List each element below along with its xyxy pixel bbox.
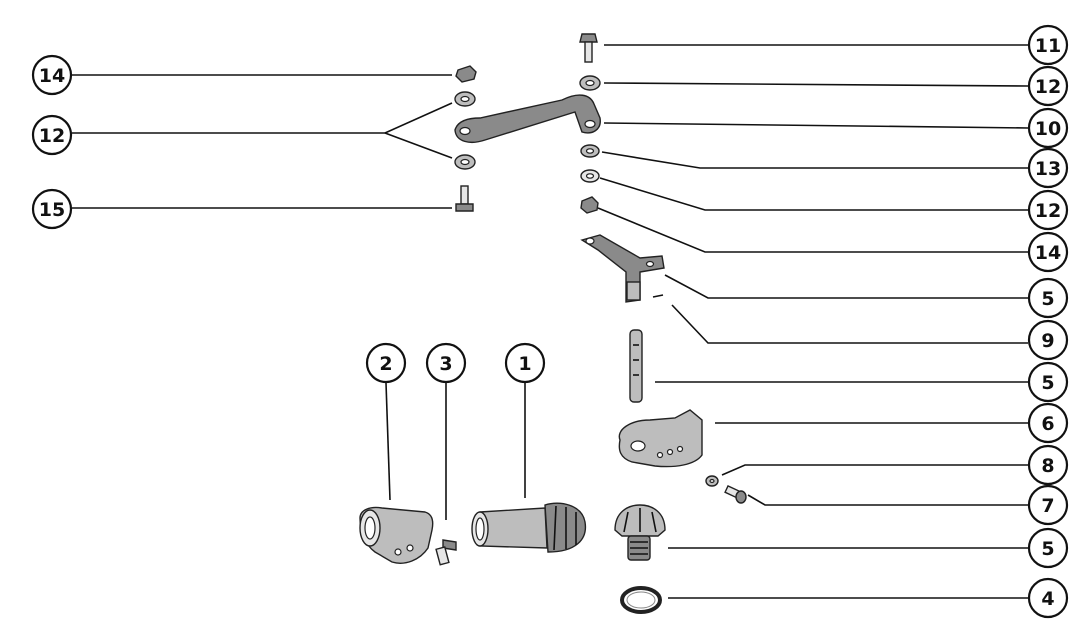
callout-10-label: 10: [1035, 118, 1061, 140]
leader-12c: [599, 177, 1028, 211]
callout-12-right-upper: 12: [1027, 65, 1069, 107]
part-clamp: [359, 506, 434, 564]
part-bracket: [618, 409, 703, 468]
callout-13: 13: [1027, 147, 1069, 189]
callout-6: 6: [1027, 402, 1069, 444]
leader-12b: [603, 82, 1029, 87]
callout-5-knob-label: 5: [1041, 538, 1054, 560]
part-small-screw: [724, 484, 747, 504]
callout-5-shaft: 5: [1027, 361, 1069, 403]
part-nut-left: [455, 65, 477, 83]
callout-12-right-lower: 12: [1027, 189, 1069, 231]
callout-4-label: 4: [1041, 588, 1054, 610]
leader-12a-up: [384, 102, 453, 134]
callout-2-label: 2: [379, 353, 392, 375]
leader-9: [671, 304, 1028, 344]
leader-7: [747, 494, 1028, 506]
leader-5a: [664, 274, 1028, 299]
part-small-washer: [705, 475, 719, 487]
callout-3-label: 3: [439, 353, 452, 375]
part-knob: [614, 504, 666, 561]
part-clamp-screw: [435, 539, 457, 566]
part-bolt-top: [579, 33, 598, 63]
callout-12-right-lower-label: 12: [1035, 200, 1061, 222]
callout-12-left-label: 12: [39, 125, 65, 147]
leader-12a-down: [384, 132, 453, 159]
part-shaft: [629, 329, 643, 403]
callout-14-right-label: 14: [1035, 242, 1061, 264]
part-o-ring: [620, 586, 662, 614]
callout-10: 10: [1027, 107, 1069, 149]
callout-1: 1: [504, 342, 546, 384]
callout-11-label: 11: [1035, 35, 1061, 57]
callout-13-label: 13: [1035, 158, 1061, 180]
callout-2: 2: [365, 342, 407, 384]
callout-5-shaft-label: 5: [1041, 372, 1054, 394]
callout-5-bellcrank: 5: [1027, 277, 1069, 319]
leader-8: [721, 464, 1028, 476]
callout-3: 3: [425, 342, 467, 384]
callout-4: 4: [1027, 577, 1069, 619]
callout-14-left: 14: [31, 54, 73, 96]
callout-12-right-upper-label: 12: [1035, 76, 1061, 98]
part-sleeve: [471, 502, 587, 553]
callout-7-label: 7: [1041, 495, 1054, 517]
part-washer-right-2: [580, 144, 600, 158]
leader-13: [601, 151, 1028, 169]
part-bellcrank: [580, 234, 665, 303]
callout-8: 8: [1027, 444, 1069, 486]
callout-11: 11: [1027, 24, 1069, 66]
leader-lines: [72, 44, 1029, 599]
callout-14-left-label: 14: [39, 65, 65, 87]
part-nut-right: [580, 196, 599, 214]
callout-15-label: 15: [39, 199, 65, 221]
part-pin-small: [652, 294, 664, 298]
part-washer-left-upper: [454, 91, 476, 107]
callout-12-left: 12: [31, 114, 73, 156]
callout-5-knob: 5: [1027, 527, 1069, 569]
callout-5-bellcrank-label: 5: [1041, 288, 1054, 310]
callout-9: 9: [1027, 319, 1069, 361]
callout-6-label: 6: [1041, 413, 1054, 435]
callout-7: 7: [1027, 484, 1069, 526]
part-washer-right-1: [579, 75, 601, 91]
callout-15: 15: [31, 188, 73, 230]
leader-10: [603, 122, 1029, 129]
callout-14-right: 14: [1027, 231, 1069, 273]
callout-1-label: 1: [518, 353, 531, 375]
leader-14b: [597, 207, 1028, 253]
callout-8-label: 8: [1041, 455, 1054, 477]
callout-9-label: 9: [1041, 330, 1054, 352]
part-washer-right-3: [580, 169, 600, 183]
part-linkage-arm: [454, 94, 601, 143]
part-washer-left-lower: [454, 154, 476, 170]
leader-2: [385, 382, 391, 501]
part-bolt-left: [455, 185, 474, 212]
